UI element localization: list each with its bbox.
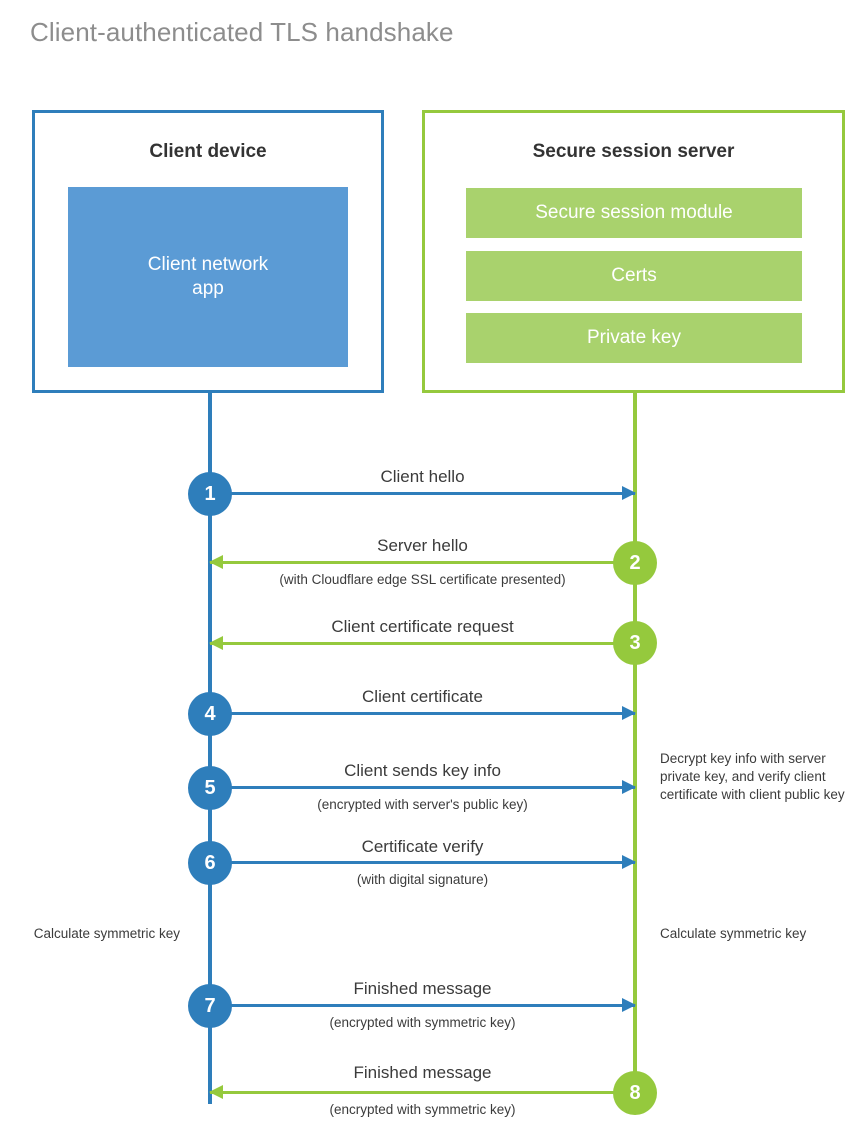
step-3-arrow xyxy=(209,636,635,650)
step-marker-2: 2 xyxy=(613,541,657,585)
arrow-head-left-icon xyxy=(209,1085,223,1099)
step-4-label: Client certificate xyxy=(362,687,483,706)
step-2-sub: (with Cloudflare edge SSL certificate pr… xyxy=(279,572,566,587)
arrow-head-left-icon xyxy=(209,555,223,569)
step-1-arrow xyxy=(210,486,636,500)
server-component-label: Secure session module xyxy=(535,202,733,223)
step-8-sub: (encrypted with symmetric key) xyxy=(329,1102,516,1117)
step-6-label: Certificate verify xyxy=(361,837,484,856)
secure-session-server-title: Secure session server xyxy=(532,141,735,162)
client-lifeline xyxy=(208,392,212,1104)
arrow-head-right-icon xyxy=(622,706,636,720)
step-marker-7: 7 xyxy=(188,984,232,1028)
step-5-sub: (encrypted with server's public key) xyxy=(317,797,528,812)
server-component-label: Certs xyxy=(611,265,657,286)
step-2-arrow xyxy=(209,555,635,569)
server-lifeline xyxy=(633,392,637,1094)
server-component-secure-session-module: Secure session module xyxy=(466,188,802,238)
step-4-arrow xyxy=(210,706,636,720)
step-marker-4: 4 xyxy=(188,692,232,736)
step-marker-1: 1 xyxy=(188,472,232,516)
step-8-label: Finished message xyxy=(353,1063,492,1082)
arrow-head-right-icon xyxy=(622,855,636,869)
server-calculate-annotation: Calculate symmetric key xyxy=(660,926,807,941)
step-7-sub: (encrypted with symmetric key) xyxy=(329,1015,516,1030)
step-5-arrow xyxy=(210,780,636,794)
arrow-head-right-icon xyxy=(622,998,636,1012)
step-3-label: Client certificate request xyxy=(331,617,514,636)
step-marker-5: 5 xyxy=(188,766,232,810)
arrow-head-left-icon xyxy=(209,636,223,650)
server-component-label: Private key xyxy=(587,327,681,348)
step-8-arrow xyxy=(209,1085,635,1099)
client-device-title: Client device xyxy=(149,141,267,162)
client-calculate-annotation: Calculate symmetric key xyxy=(33,926,180,941)
step-2-label: Server hello xyxy=(377,536,468,555)
page-title: Client-authenticated TLS handshake xyxy=(30,17,454,47)
server-component-private-key: Private key xyxy=(466,313,802,363)
arrow-head-right-icon xyxy=(622,486,636,500)
step-7-arrow xyxy=(210,998,636,1012)
step-1-label: Client hello xyxy=(380,467,465,486)
step-marker-6: 6 xyxy=(188,841,232,885)
arrow-head-right-icon xyxy=(622,780,636,794)
step-marker-8: 8 xyxy=(613,1071,657,1115)
step-7-label: Finished message xyxy=(353,979,492,998)
secure-session-server-box: Secure session server Secure session mod… xyxy=(422,110,845,393)
step-6-sub: (with digital signature) xyxy=(356,872,489,887)
step-5-label: Client sends key info xyxy=(344,761,501,780)
step-6-arrow xyxy=(210,855,636,869)
step-marker-3: 3 xyxy=(613,621,657,665)
server-decrypt-annotation: Decrypt key info with server private key… xyxy=(660,751,845,802)
server-component-certs: Certs xyxy=(466,251,802,301)
